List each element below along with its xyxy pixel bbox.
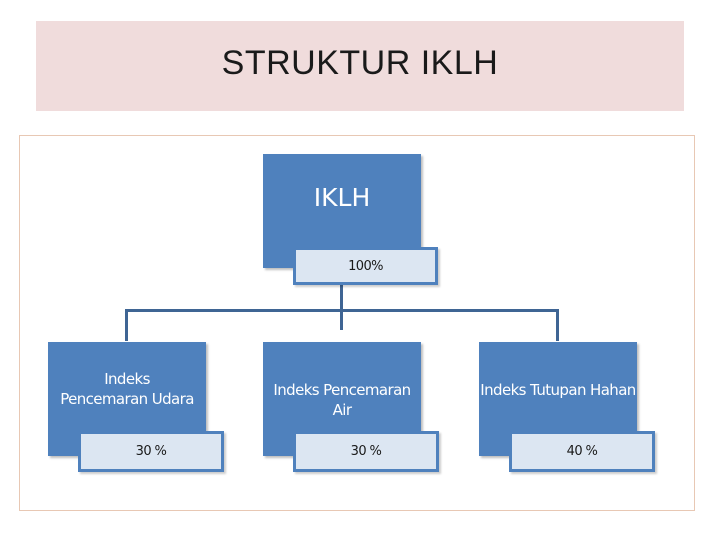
node-iklh-weight: 100% [348,258,383,274]
node-udara-label: Indeks Pencemaran Udara [60,370,194,408]
node-air-label: Indeks Pencemaran Air [273,381,411,419]
title-bar: STRUKTUR IKLH [36,21,684,111]
node-udara-weight: 30 % [135,444,167,459]
node-iklh-weight-tab: 100% [293,247,438,285]
connector-root-down [340,283,343,330]
node-iklh-label: IKLH [313,183,371,212]
connector-horizontal [125,309,559,312]
node-tutupan-weight-tab: 40 % [509,431,655,472]
connector-left-drop [125,309,128,341]
connector-right-drop [556,309,559,341]
node-tutupan-label: Indeks Tutupan Hahan [480,381,636,399]
slide-title: STRUKTUR IKLH [221,43,499,82]
node-air-weight: 30 % [350,444,382,459]
node-air-weight-tab: 30 % [293,431,439,472]
node-tutupan-weight: 40 % [566,444,598,459]
node-udara-weight-tab: 30 % [78,431,224,472]
